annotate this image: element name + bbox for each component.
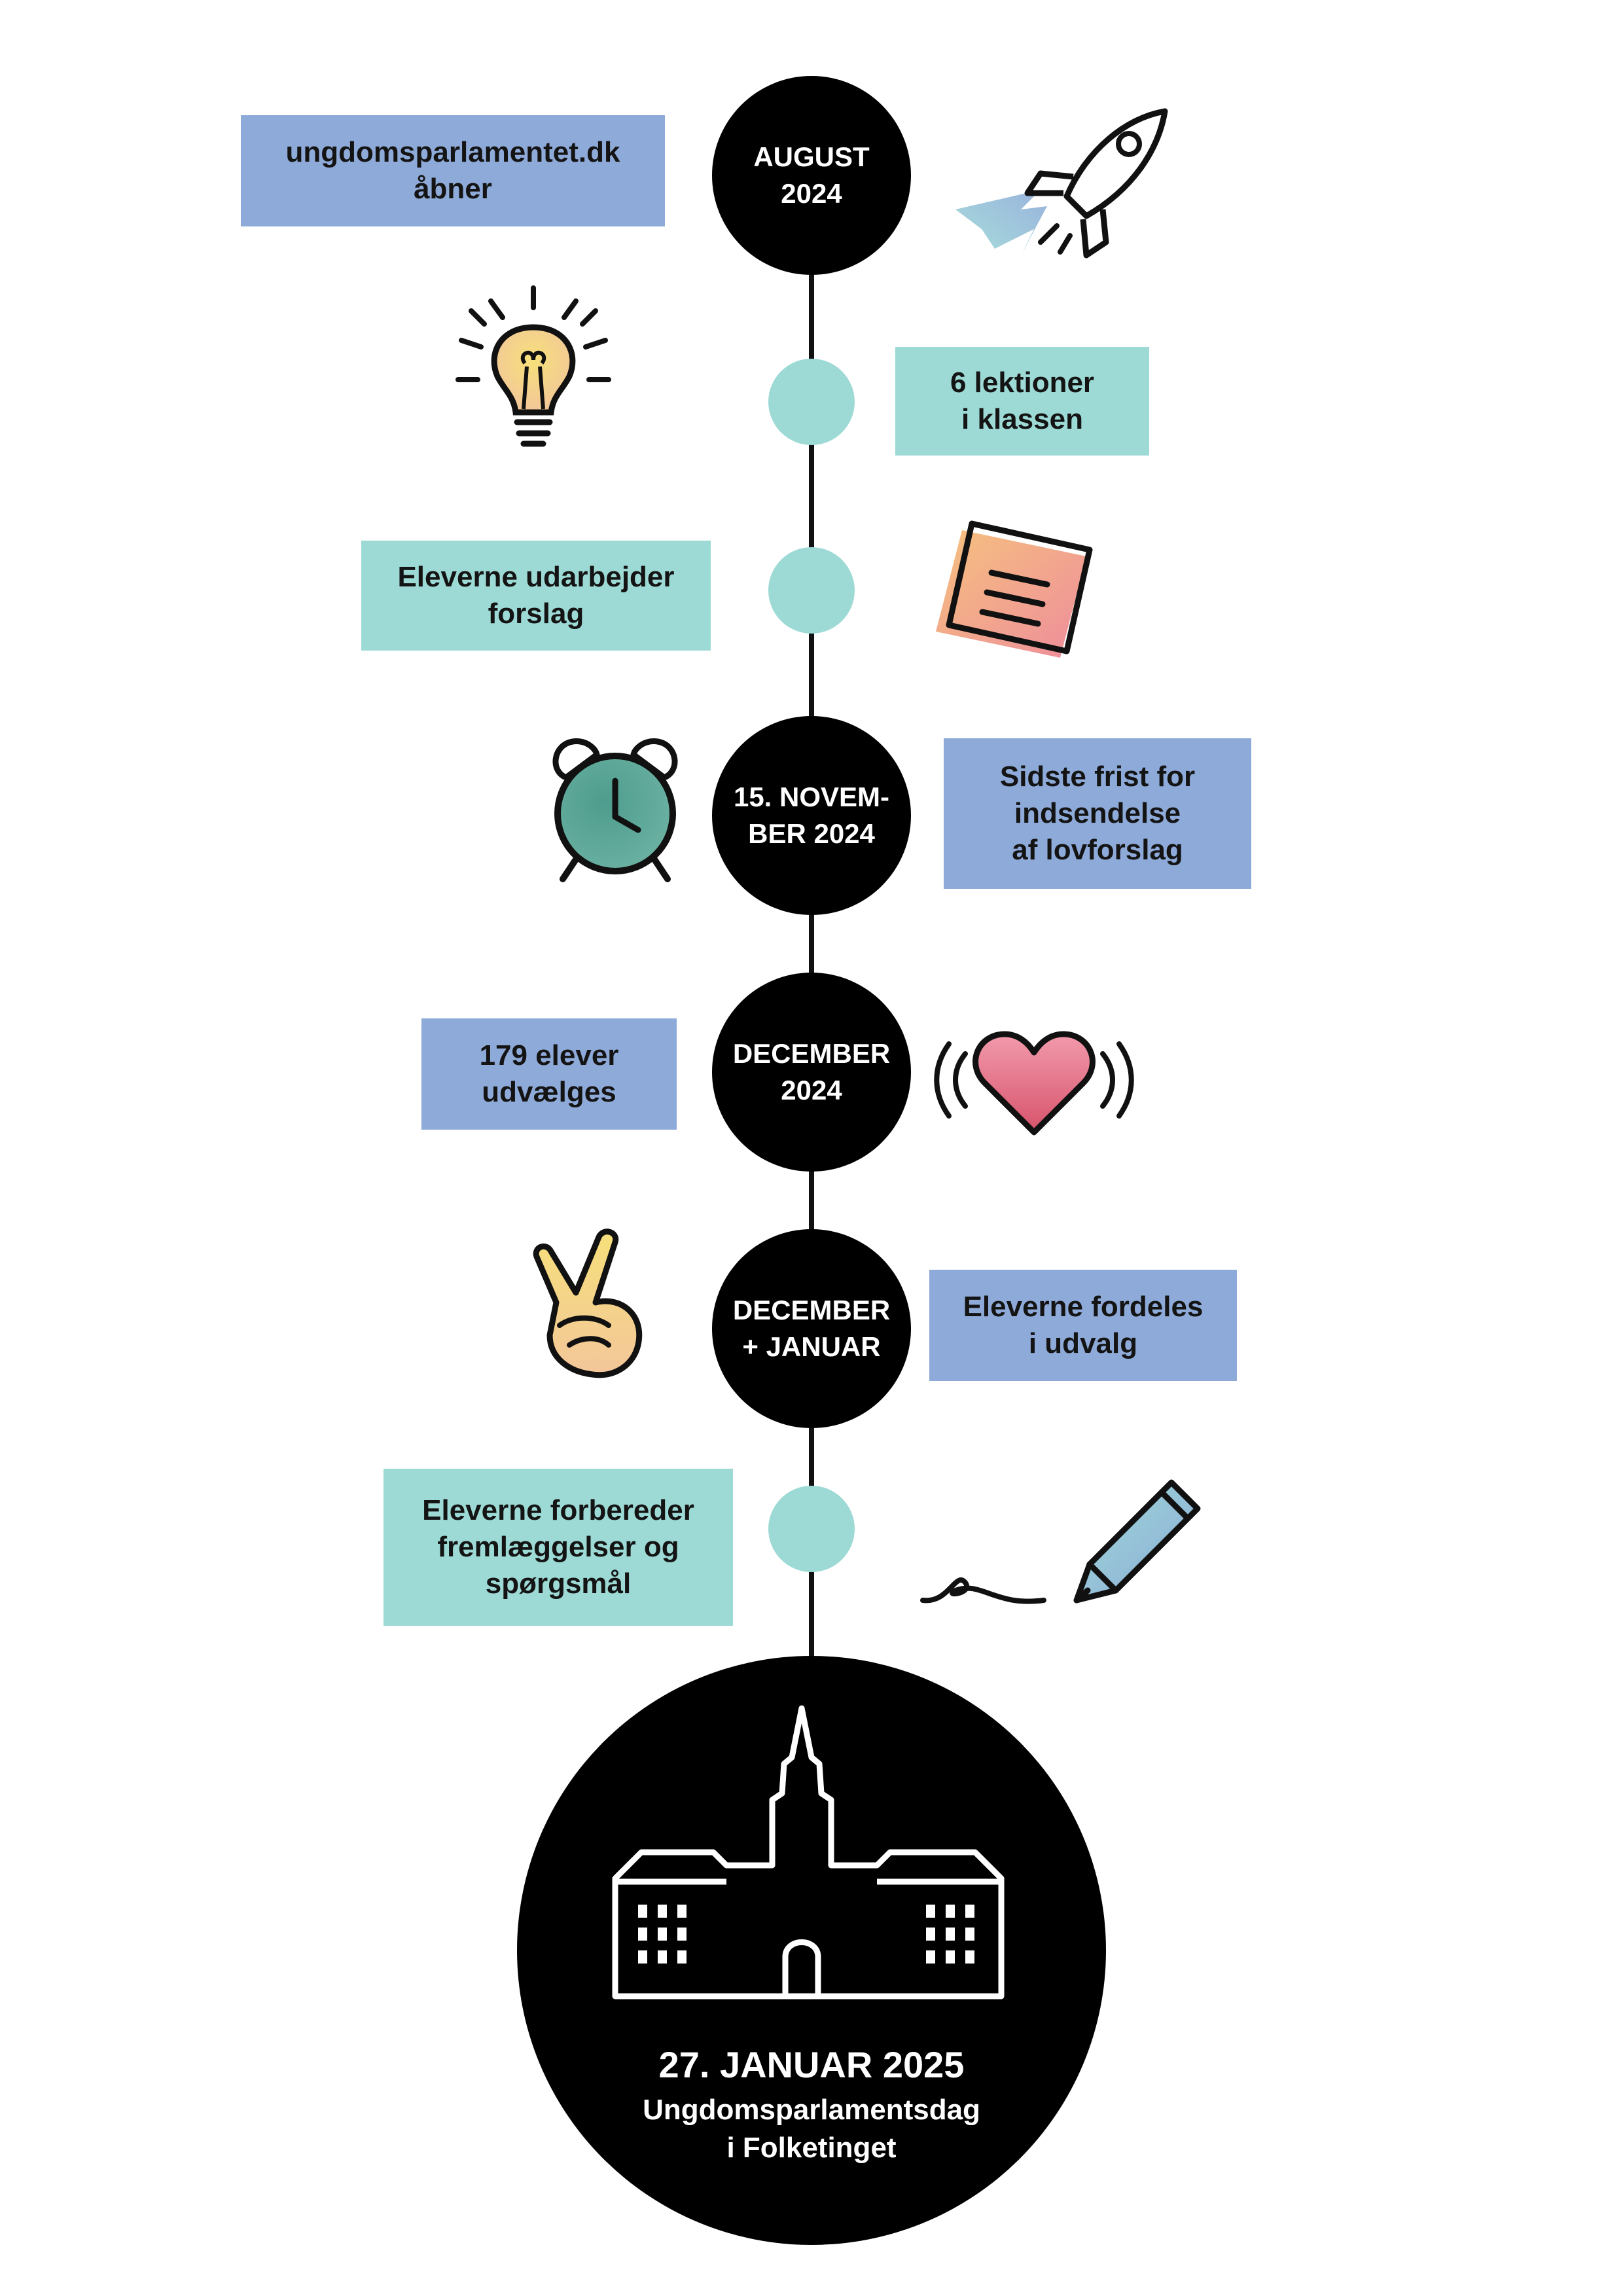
milestone-text-website-opens: ungdomsparlamentet.dk åbner xyxy=(241,115,665,226)
final-subtitle: i Folketinget xyxy=(726,2132,897,2164)
milestone-dot-preparation xyxy=(768,1486,855,1572)
milestone-node-august-2024: AUGUST 2024 xyxy=(712,76,911,275)
milestone-text-deadline: Sidste frist for indsendelse af lovforsl… xyxy=(944,738,1251,889)
milestone-node-december-januar: DECEMBER + JANUAR xyxy=(712,1229,911,1428)
final-date: 27. JANUAR 2025 xyxy=(658,2044,965,2085)
milestone-node-november-2024: 15. NOVEM- BER 2024 xyxy=(712,716,911,915)
lightbulb-icon xyxy=(455,285,611,447)
final-title: Ungdomsparlamentsdag xyxy=(643,2094,980,2126)
timeline-spine xyxy=(809,170,814,1728)
milestone-text-preparation: Eleverne forbereder fremlæggelser og spø… xyxy=(383,1469,733,1626)
milestone-text-proposals: Eleverne udarbejder forslag xyxy=(361,541,711,651)
parliament-building-icon xyxy=(612,1705,1005,2000)
rocket-icon xyxy=(955,108,1168,259)
milestone-text-students-selected: 179 elever udvælges xyxy=(421,1018,677,1130)
pencil-icon xyxy=(920,1479,1201,1604)
milestone-text-lessons: 6 lektioner i klassen xyxy=(895,347,1149,456)
milestone-dot-lessons xyxy=(768,359,855,445)
notepad-icon xyxy=(936,520,1093,658)
alarm-clock-icon xyxy=(552,738,678,882)
milestone-node-december-2024: DECEMBER 2024 xyxy=(712,973,911,1172)
peace-hand-icon xyxy=(533,1229,643,1378)
milestone-dot-proposals xyxy=(768,547,855,634)
heart-icon xyxy=(934,1031,1134,1136)
milestone-text-committees: Eleverne fordeles i udvalg xyxy=(929,1270,1237,1381)
